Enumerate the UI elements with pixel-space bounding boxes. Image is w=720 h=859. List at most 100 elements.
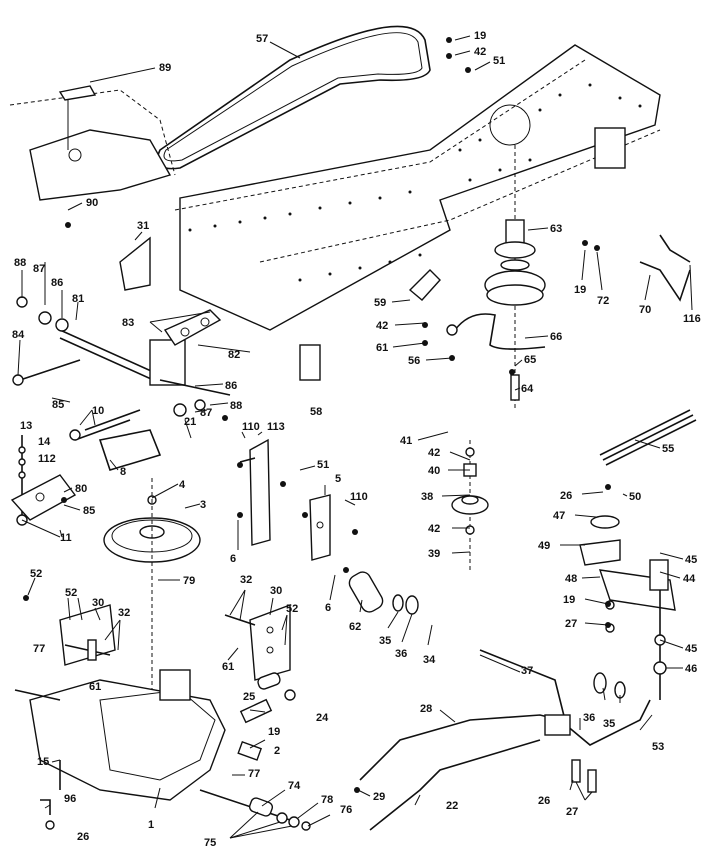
callout-19c: 19 [268, 726, 280, 738]
callout-96: 96 [64, 793, 76, 805]
callout-113: 113 [267, 421, 285, 433]
callout-30b: 30 [270, 585, 282, 597]
callout-52a: 52 [30, 568, 42, 580]
callout-31: 31 [137, 220, 149, 232]
callout-13: 13 [20, 420, 32, 432]
callout-112: 112 [38, 453, 56, 465]
callout-19a: 19 [474, 30, 486, 42]
callout-27b: 27 [565, 618, 577, 630]
callout-44: 44 [683, 573, 696, 585]
lift-linkage [12, 296, 231, 471]
belt-outline [156, 25, 431, 170]
callout-84: 84 [12, 329, 25, 341]
spring-66 [454, 313, 546, 350]
transaxle [14, 669, 291, 821]
callout-1: 1 [148, 819, 154, 831]
callout-85b: 85 [83, 505, 95, 517]
callout-5: 5 [335, 473, 341, 485]
callout-75: 75 [204, 837, 216, 849]
fastener-dots [23, 37, 611, 793]
callout-110a: 110 [242, 421, 260, 433]
callout-42a: 42 [474, 46, 486, 58]
callout-58: 58 [310, 406, 322, 418]
belt-inner [163, 32, 423, 162]
rod-70 [639, 261, 691, 302]
frame-assembly [174, 44, 661, 331]
callout-87a: 87 [33, 263, 45, 275]
callout-66: 66 [550, 331, 562, 343]
callout-42b: 42 [376, 320, 388, 332]
rod-70-hook [659, 234, 691, 263]
callout-22: 22 [446, 800, 458, 812]
callout-51a: 51 [493, 55, 505, 67]
callout-39: 39 [428, 548, 440, 560]
callout-47: 47 [553, 510, 565, 522]
callout-38: 38 [421, 491, 433, 503]
bracket-5 [309, 494, 331, 561]
callout-53: 53 [652, 741, 664, 753]
spring-55 [599, 409, 697, 466]
leader-lines [17, 35, 693, 839]
callout-90: 90 [86, 197, 98, 209]
callout-2: 2 [274, 745, 280, 757]
callout-61c: 61 [222, 661, 234, 673]
callout-78: 78 [321, 794, 333, 806]
idler-pulley-63 [484, 145, 546, 410]
callout-32a: 32 [118, 607, 130, 619]
callout-81: 81 [72, 293, 84, 305]
callout-21: 21 [184, 416, 196, 428]
callout-89: 89 [159, 62, 171, 74]
pivot-bracket [10, 435, 77, 526]
callout-45b: 45 [685, 643, 697, 655]
callout-85a: 85 [52, 399, 64, 411]
pulley-3 [103, 478, 201, 700]
callout-46: 46 [685, 663, 697, 675]
callout-56: 56 [408, 355, 420, 367]
callout-86b: 86 [225, 380, 237, 392]
callout-49: 49 [538, 540, 550, 552]
callout-35b: 35 [603, 718, 615, 730]
callout-59: 59 [374, 297, 386, 309]
callout-37: 37 [521, 665, 533, 677]
callout-6a: 6 [230, 553, 236, 565]
callout-26c: 26 [560, 490, 572, 502]
callout-labels: 89 90 57 19 42 51 31 63 19 72 70 116 59 … [12, 30, 701, 849]
callout-36a: 36 [395, 648, 407, 660]
bracket-left-30 [59, 604, 116, 666]
callout-61a: 61 [376, 342, 388, 354]
callout-24: 24 [316, 712, 329, 724]
pedal-bracket [579, 515, 676, 700]
callout-77a: 77 [33, 643, 45, 655]
callout-72: 72 [597, 295, 609, 307]
callout-77b: 77 [248, 768, 260, 780]
callout-110b: 110 [350, 491, 368, 503]
callout-3: 3 [200, 499, 206, 511]
callout-26b: 26 [538, 795, 550, 807]
callout-26a: 26 [77, 831, 89, 843]
callout-88b: 88 [230, 400, 242, 412]
callout-25: 25 [243, 691, 255, 703]
callout-41: 41 [400, 435, 412, 447]
callout-87b: 87 [200, 407, 212, 419]
callout-51b: 51 [317, 459, 329, 471]
callout-55: 55 [662, 443, 674, 455]
bracket-113 [239, 438, 271, 546]
callout-50: 50 [629, 491, 641, 503]
callout-36b: 36 [583, 712, 595, 724]
callout-10: 10 [92, 405, 104, 417]
control-rods [359, 649, 651, 831]
spacer-62 [348, 571, 419, 615]
callout-28: 28 [420, 703, 432, 715]
callout-57: 57 [256, 33, 268, 45]
callout-86a: 86 [51, 277, 63, 289]
callout-14: 14 [38, 436, 51, 448]
body-panel [9, 85, 176, 201]
callout-63: 63 [550, 223, 562, 235]
callout-70: 70 [639, 304, 651, 316]
part-31-bracket [119, 236, 151, 291]
callout-4: 4 [179, 479, 186, 491]
callout-40: 40 [428, 465, 440, 477]
callout-65: 65 [524, 354, 536, 366]
